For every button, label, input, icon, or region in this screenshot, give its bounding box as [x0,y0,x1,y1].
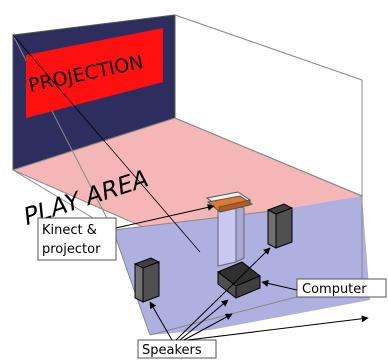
speakers-label: Speakers [142,343,202,358]
kinect-label-line1: Kinect & [42,223,97,238]
projection-screen [26,28,163,118]
speakers-callout: Speakers [137,247,369,359]
speaker-icon [133,257,161,303]
kinect-projector-stand-icon [205,191,254,267]
computer-label: Computer [302,282,367,297]
kinect-label-line2: projector [42,242,101,257]
speaker-icon [266,203,294,249]
kinect-projector-callout: Kinect & projector [37,203,215,261]
computer-callout: Computer [261,278,387,298]
